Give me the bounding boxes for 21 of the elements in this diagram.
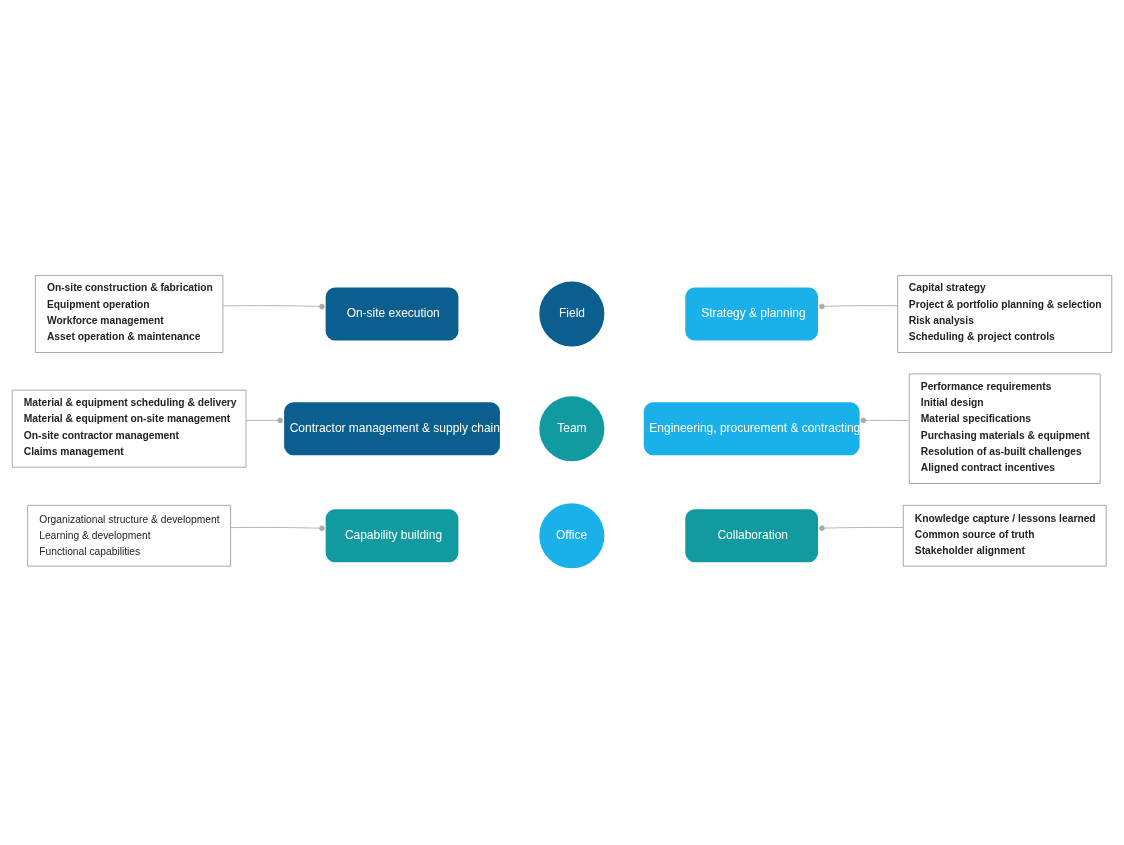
node-circle: Office (536, 500, 607, 571)
node-box: Engineering, procurement & contracting (641, 399, 863, 458)
connector (245, 417, 283, 424)
node-box: Organizational structure & development Learning & development Functional capabilities (27, 504, 232, 567)
connector (230, 525, 325, 532)
node-box: Capability building (323, 506, 461, 565)
connector (860, 417, 910, 424)
node-box: Performance requirements Initial design Material specifications Purchasing materials & equipment Resolution of as-built challenges Aligned contract incentives (908, 373, 1101, 484)
node-circle: Field (536, 278, 607, 350)
node-box: Contractor management & supply chain (281, 399, 503, 458)
node-box: Collaboration (682, 506, 821, 565)
connector (222, 303, 325, 310)
node-box: Material & equipment scheduling & delivery Material & equipment on-site management On-site contractor management Claims management (11, 389, 247, 468)
node-box: Knowledge capture / lessons learned Common source of truth Stakeholder alignment (902, 504, 1107, 567)
node-box: Capital strategy Project & portfolio planning & selection Risk analysis Scheduling & project controls (897, 275, 1113, 353)
connector (819, 303, 898, 310)
connector (819, 525, 904, 531)
node-box: On-site construction & fabrication Equipment operation Workforce management Asset operation & maintenance (34, 275, 224, 353)
node-box: Strategy & planning (682, 284, 821, 344)
node-box: On-site execution (323, 284, 461, 344)
node-circle: Team (536, 393, 607, 464)
